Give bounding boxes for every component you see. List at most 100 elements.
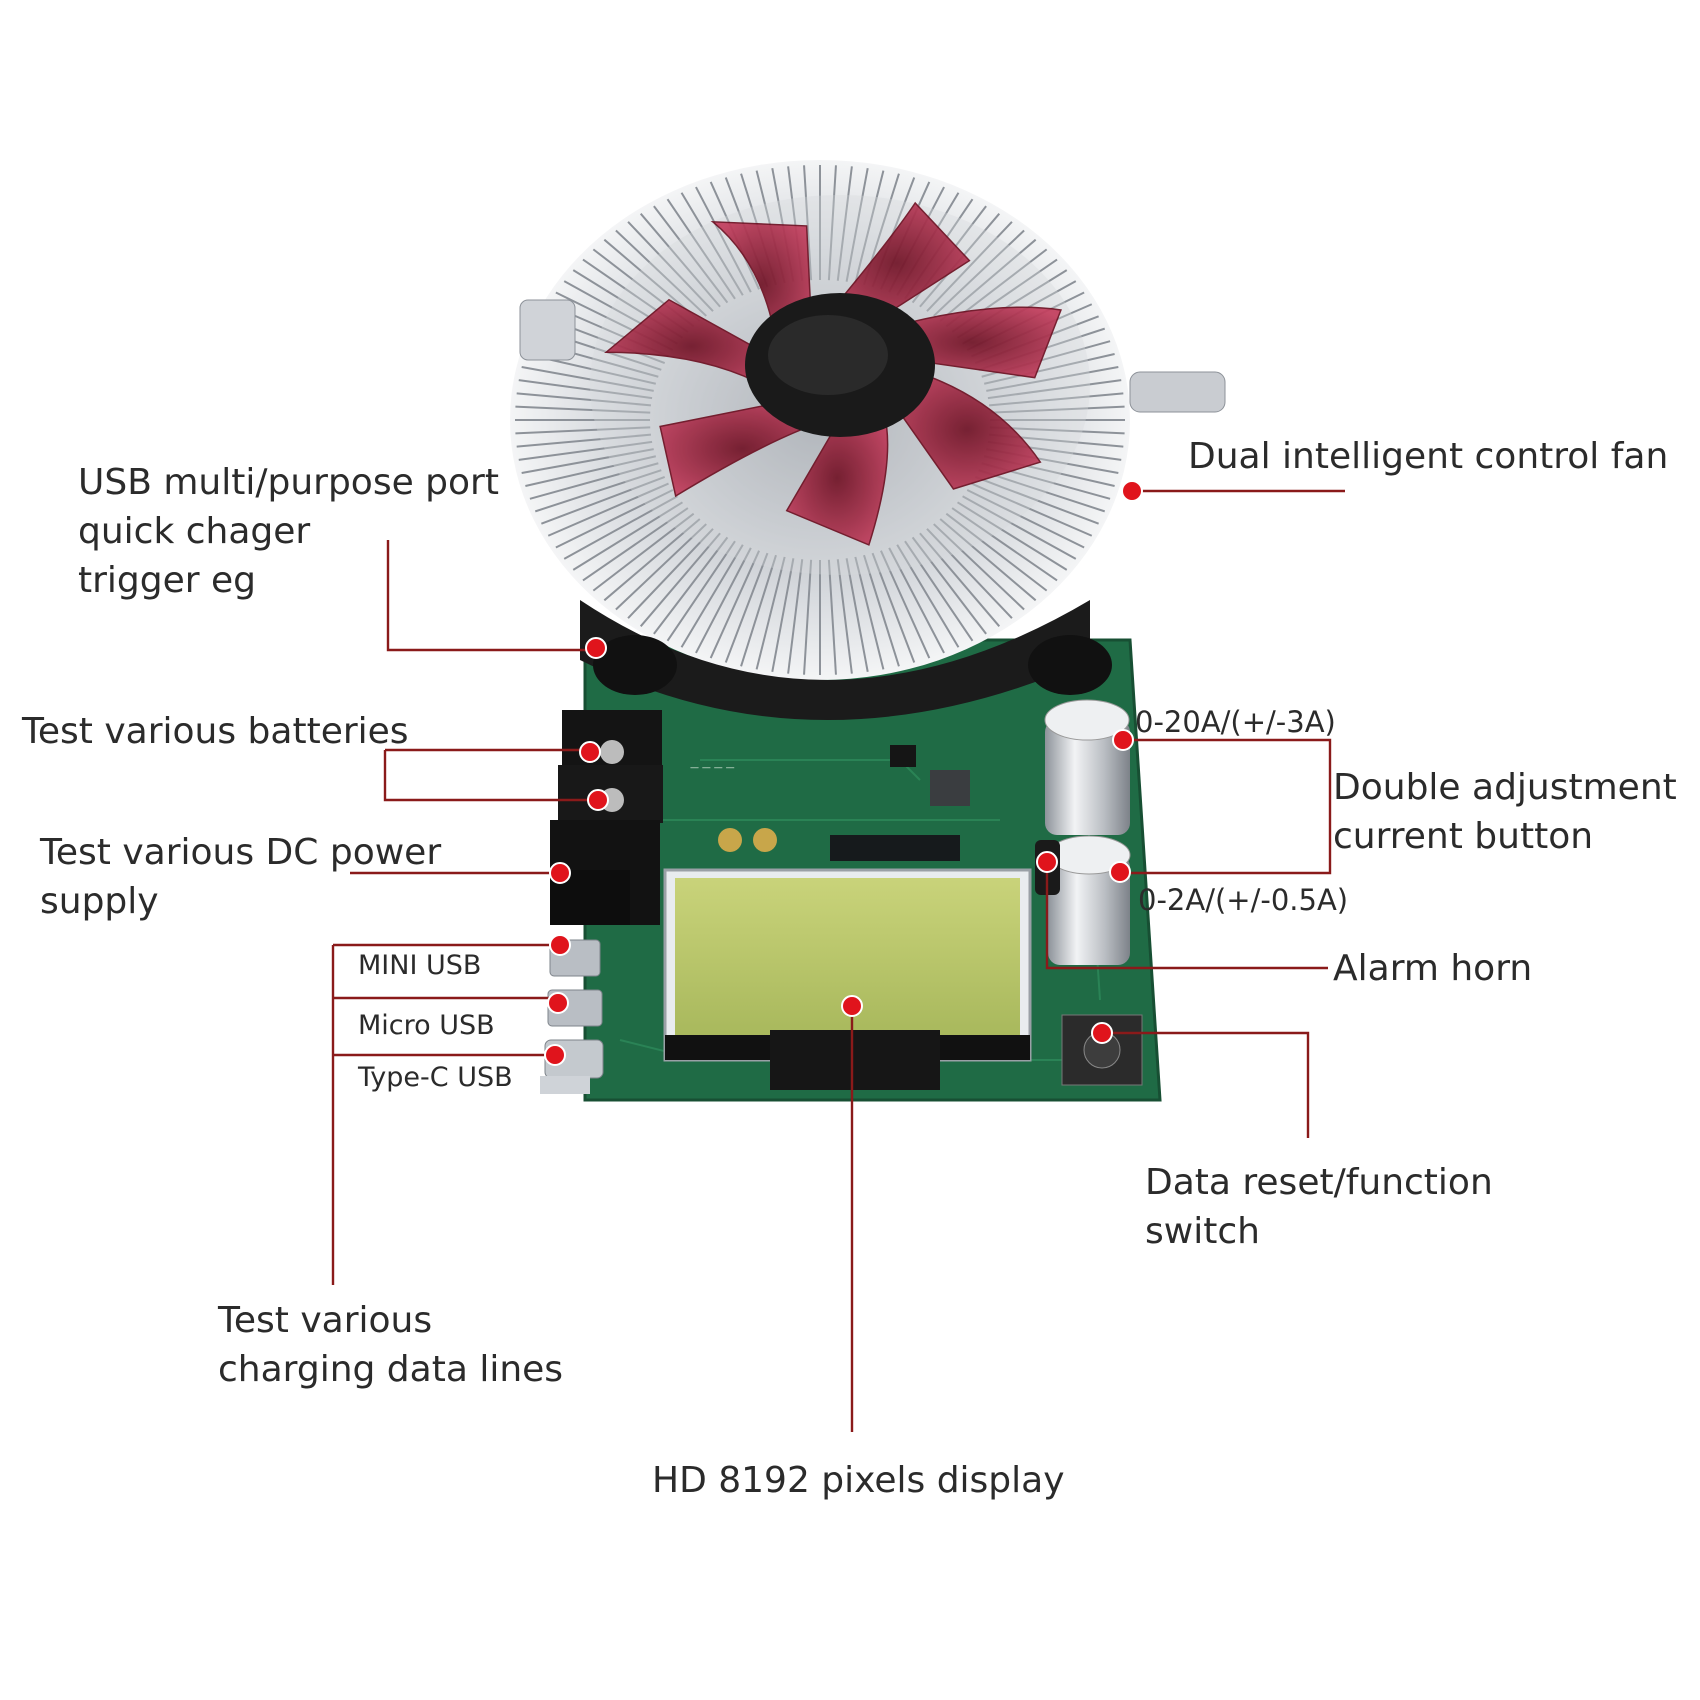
- inductor: [930, 770, 970, 806]
- knob-fine: [1048, 855, 1130, 965]
- label-micro-usb: Micro USB: [358, 1010, 495, 1041]
- label-dc-power-line-2: supply: [40, 881, 159, 922]
- fan-hub-highlight: [768, 315, 888, 395]
- heatsink-fin: [724, 552, 769, 663]
- red-dot-icon: [1112, 729, 1134, 751]
- heatsink-fin: [787, 559, 804, 674]
- heatsink-fin: [871, 552, 916, 663]
- heatsink-fin: [582, 507, 689, 582]
- heatsink-fin: [547, 482, 669, 537]
- label-data-lines: Test various charging data lines: [218, 1296, 563, 1394]
- red-dot-icon: [585, 637, 607, 659]
- label-display: HD 8192 pixels display: [652, 1460, 1065, 1501]
- heatsink-fin: [639, 532, 721, 627]
- heatsink-fin: [518, 379, 653, 400]
- label-usb-port-line-3: trigger eg: [78, 560, 257, 601]
- heatsink-fin: [639, 213, 721, 308]
- clip-right: [1129, 371, 1226, 413]
- heatsink-fin: [515, 405, 651, 414]
- red-dot-icon: [1109, 861, 1131, 883]
- heatsink-fin: [680, 192, 744, 296]
- heatsink-fin: [518, 440, 653, 461]
- heatsink-fin: [615, 229, 707, 317]
- heatsink-fin: [653, 205, 729, 304]
- heatsink-fin: [957, 501, 1068, 571]
- leader-adjust: [1120, 738, 1332, 875]
- red-dot-icon: [544, 1044, 566, 1066]
- heatsink-fin: [695, 547, 752, 654]
- heatsink-fin: [896, 544, 960, 648]
- heatsink-fin: [845, 167, 869, 282]
- fan-blade: [822, 201, 971, 325]
- heatsink-fin: [525, 455, 657, 487]
- heatsink-fin: [836, 559, 853, 674]
- heatsink-fin: [966, 489, 1085, 549]
- fan-blade: [785, 410, 889, 546]
- heatsink-fin: [755, 556, 786, 670]
- usb-ports: [540, 939, 604, 1094]
- label-range-high: 0-20A/(+/-3A): [1135, 705, 1336, 739]
- label-usb-port-line-1: USB multi/purpose port: [78, 462, 499, 503]
- label-alarm: Alarm horn: [1333, 948, 1533, 989]
- heatsink-fin: [771, 558, 795, 673]
- heatsink-fin: [680, 544, 744, 648]
- red-dot-icon: [1121, 480, 1143, 502]
- red-dot-icon: [549, 862, 571, 884]
- lcd-ribbon: [770, 1030, 940, 1090]
- label-fan: Dual intelligent control fan: [1188, 436, 1669, 477]
- heatsink-fin: [592, 512, 695, 592]
- heatsink-fin: [529, 462, 659, 500]
- heatsink-fin: [521, 365, 654, 392]
- heatsink-fin: [534, 469, 662, 513]
- heatsink-fin: [919, 532, 1001, 627]
- leader-alarm: [1045, 862, 1328, 970]
- heatsink-fin: [978, 469, 1106, 513]
- heatsink-fin: [709, 550, 760, 659]
- label-adjust-button: Double adjustment current button: [1333, 763, 1677, 861]
- heatsink-fin: [904, 540, 974, 642]
- markers: [544, 480, 1143, 1066]
- fan-blade: [892, 369, 1042, 490]
- leader-reset: [1105, 1031, 1310, 1138]
- ic-chip: [830, 835, 960, 861]
- heatsink-fin: [854, 170, 885, 284]
- current-knobs: [1035, 699, 1131, 965]
- heatsink-base: [580, 600, 1090, 720]
- heatsink-fin: [971, 482, 1093, 537]
- fan-blade: [659, 400, 827, 498]
- heatsink-fin: [939, 238, 1037, 322]
- terminal-blocks: [550, 710, 663, 925]
- label-reset: Data reset/function switch: [1145, 1158, 1493, 1256]
- label-range-low: 0-2A/(+/-0.5A): [1138, 883, 1349, 917]
- heatsink-fin: [555, 489, 674, 549]
- heatsink-fin: [933, 523, 1025, 611]
- red-dot-icon: [549, 934, 571, 956]
- heatsink-fin: [974, 476, 1099, 525]
- fan: [590, 195, 1090, 575]
- label-data-lines-line-1: Test various: [218, 1300, 433, 1341]
- pcb-silkscreen: — — — —: [690, 763, 735, 773]
- label-data-lines-line-2: charging data lines: [218, 1349, 564, 1390]
- heatsink-fin: [541, 476, 666, 525]
- screw-1: [600, 740, 624, 764]
- heatsink-fin: [695, 186, 752, 293]
- heatsink-fin: [516, 392, 652, 407]
- heatsink-fin: [627, 528, 714, 619]
- heatsink-fin: [987, 379, 1122, 400]
- heatsink-fin: [516, 433, 652, 448]
- heatsink-fin: [880, 550, 931, 659]
- heatsink-fin: [615, 523, 707, 611]
- label-reset-line-1: Data reset/function: [1145, 1162, 1493, 1203]
- knob-coarse: [1045, 720, 1130, 835]
- usb-a-port: [540, 1076, 590, 1094]
- heatsink-fin: [911, 536, 987, 635]
- heatsink-fin: [666, 540, 736, 642]
- red-dot-icon: [579, 741, 601, 763]
- crystal: [718, 828, 742, 852]
- leader-batteries: [383, 750, 598, 802]
- heatsink-fin: [933, 229, 1025, 317]
- heatsink-fin: [572, 501, 683, 571]
- label-usb-port-line-2: quick chager: [78, 511, 311, 552]
